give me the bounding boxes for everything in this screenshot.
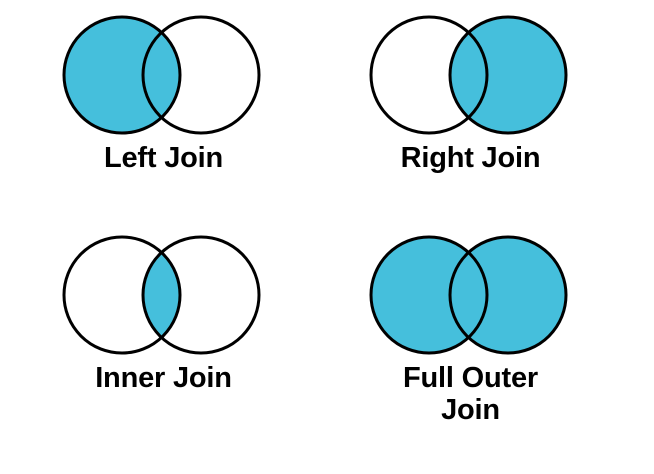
venn-left-circle-outline [369, 235, 488, 355]
venn-cell-inner-join: Inner Join [0, 220, 327, 457]
venn-left-circle-outline [62, 15, 181, 135]
venn-left-circle-outline [62, 235, 181, 355]
join-label-left-join: Left Join [103, 142, 224, 174]
venn-right-circle-outline [448, 235, 567, 355]
venn-right-circle-outline [448, 15, 567, 135]
venn-diagram-full-outer-join [366, 230, 576, 360]
venn-right-circle-outline [141, 15, 260, 135]
venn-diagram-right-join [366, 10, 576, 140]
join-label-inner-join: Inner Join [95, 362, 232, 394]
venn-diagram-inner-join [59, 230, 269, 360]
venn-diagram-left-join [59, 10, 269, 140]
join-label-full-outer-join: Full Outer Join [403, 362, 538, 427]
venn-cell-left-join: Left Join [0, 0, 327, 237]
join-label-right-join: Right Join [400, 142, 541, 174]
venn-left-circle-outline [369, 15, 488, 135]
venn-right-circle-outline [141, 235, 260, 355]
venn-cell-right-join: Right Join [307, 0, 634, 237]
venn-cell-full-outer-join: Full Outer Join [307, 220, 634, 457]
